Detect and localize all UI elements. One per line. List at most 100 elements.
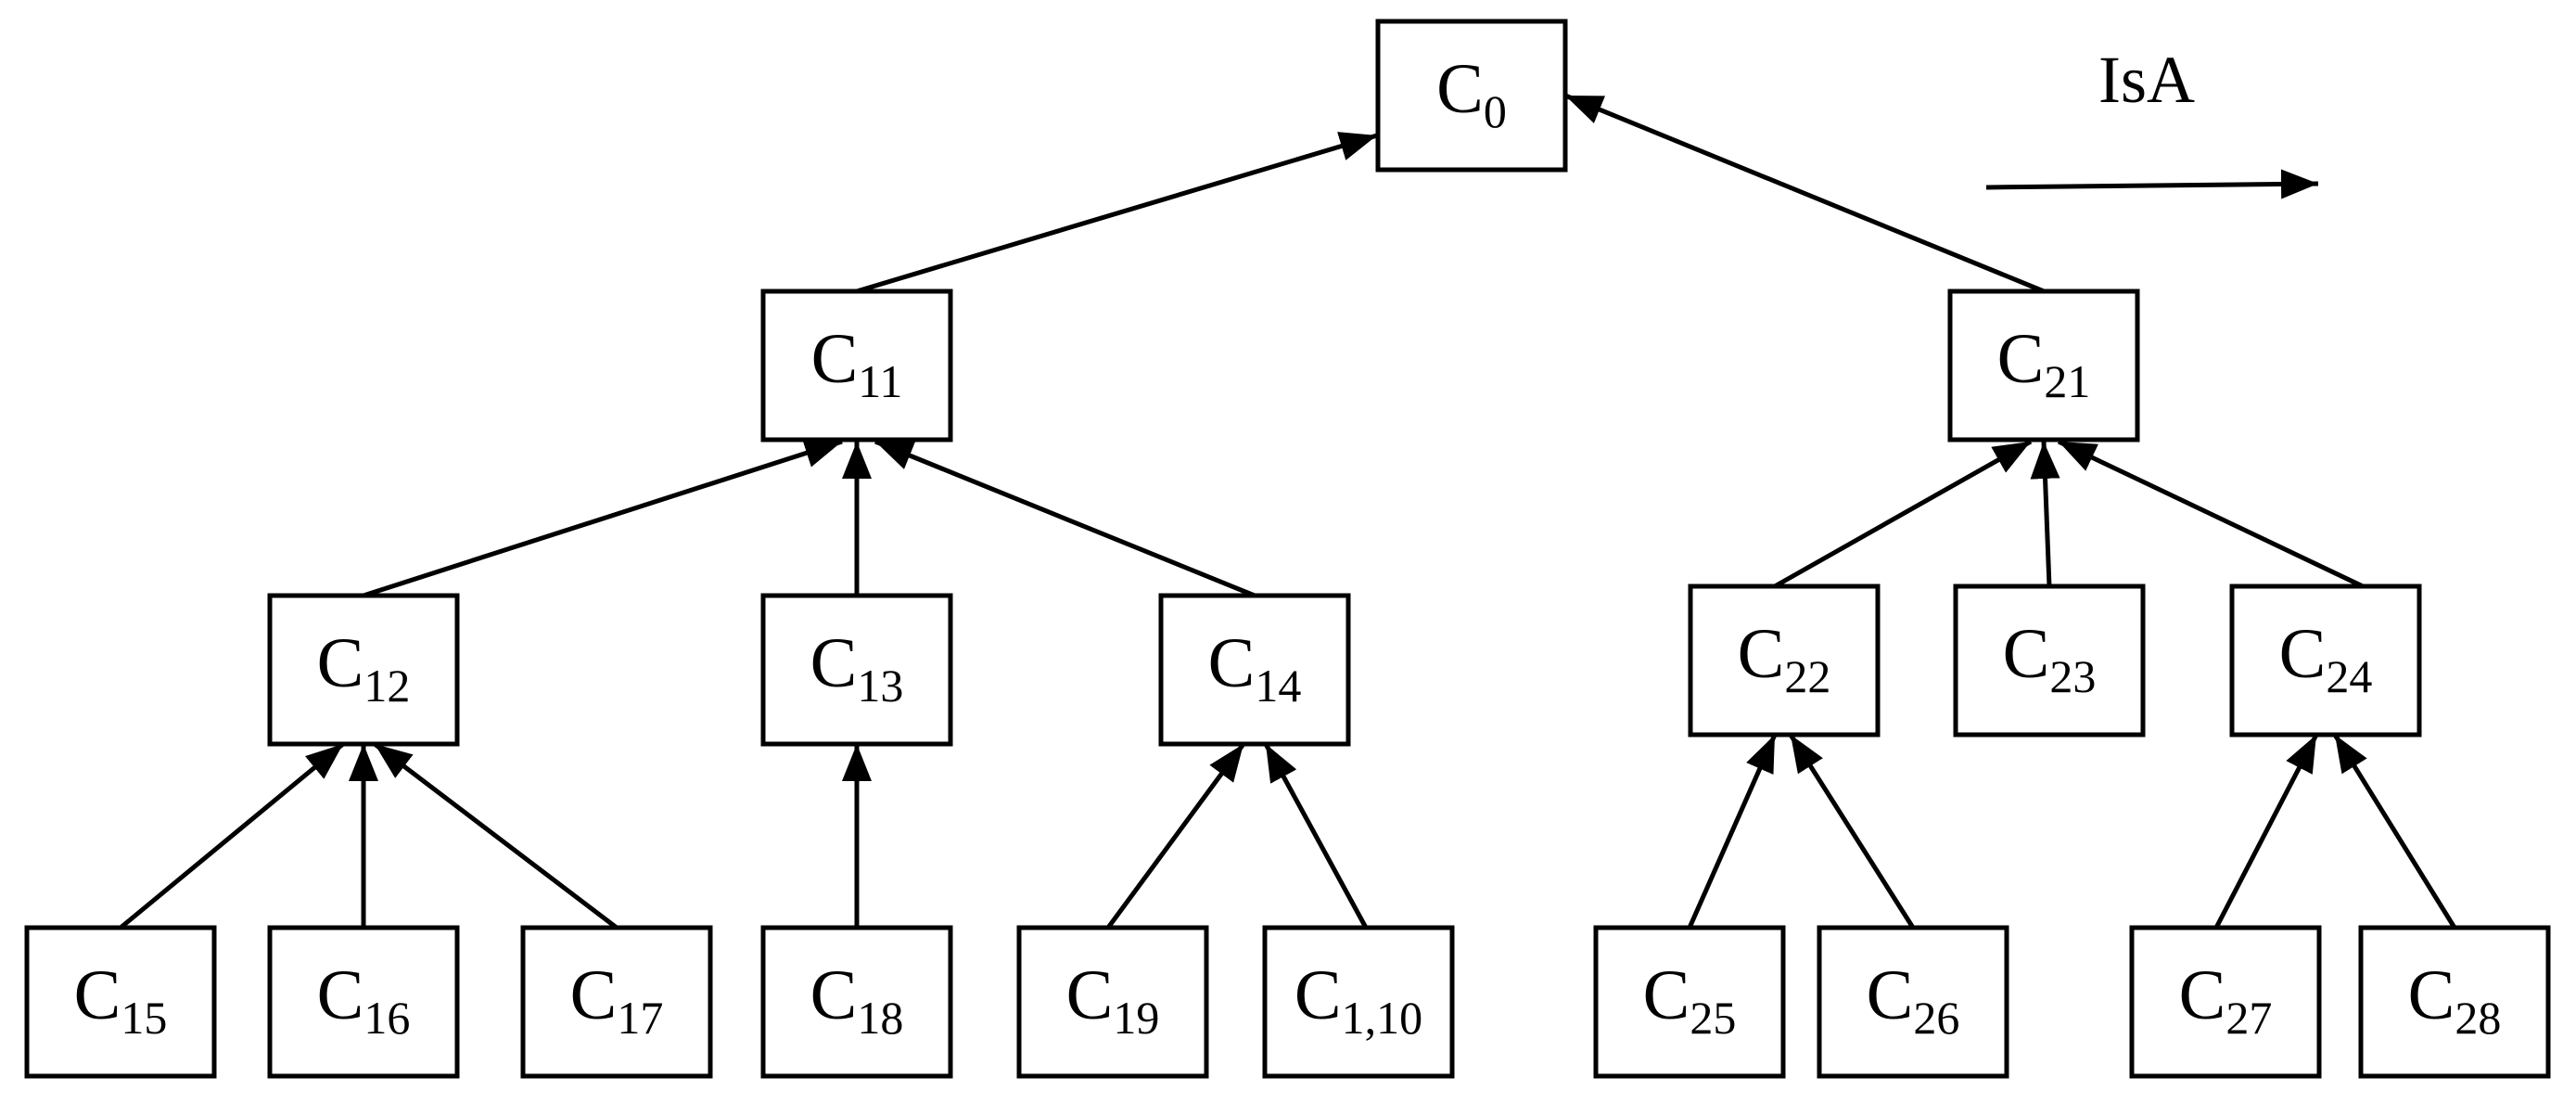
node-label-c17: C17 — [570, 956, 664, 1044]
node-letter: C — [570, 956, 618, 1034]
node-c110: C1,10 — [1262, 925, 1455, 1079]
node-letter: C — [2003, 615, 2050, 693]
node-letter: C — [1867, 956, 1914, 1034]
isa-edge-c17-to-c12 — [373, 742, 618, 930]
node-letter: C — [317, 624, 364, 702]
node-box-c25 — [1593, 925, 1786, 1079]
node-label-c24: C24 — [2279, 615, 2373, 702]
node-box-c0 — [1375, 19, 1568, 173]
node-box-c23 — [1953, 584, 2146, 737]
node-letter: C — [1436, 50, 1484, 128]
node-c13: C13 — [760, 593, 953, 747]
isa-edge-c28-to-c24 — [2332, 733, 2457, 930]
node-label-c11: C11 — [811, 320, 903, 407]
node-c26: C26 — [1817, 925, 2009, 1079]
node-letter: C — [1643, 956, 1690, 1034]
node-c22: C22 — [1688, 584, 1881, 737]
node-subscript: 15 — [121, 992, 167, 1044]
isa-edge-c23-to-c21 — [2030, 441, 2060, 587]
node-c23: C23 — [1953, 584, 2146, 737]
legend-arrow — [1985, 169, 2319, 199]
node-box-c22 — [1688, 584, 1881, 737]
node-c24: C24 — [2229, 584, 2422, 737]
node-box-c11 — [760, 289, 953, 442]
node-box-c27 — [2129, 925, 2322, 1079]
isa-edge-c27-to-c24 — [2213, 733, 2319, 930]
node-c21: C21 — [1947, 289, 2140, 442]
node-c25: C25 — [1593, 925, 1786, 1079]
node-letter: C — [74, 956, 121, 1034]
isa-edge-c19-to-c14 — [1105, 742, 1246, 930]
node-c15: C15 — [24, 925, 217, 1079]
node-letter: C — [810, 956, 858, 1034]
node-subscript: 17 — [617, 992, 663, 1044]
node-label-c14: C14 — [1208, 624, 1302, 712]
node-c18: C18 — [760, 925, 953, 1079]
isa-edge-c26-to-c22 — [1788, 733, 1916, 930]
node-letter: C — [1997, 320, 2045, 398]
node-label-c27: C27 — [2179, 956, 2273, 1044]
node-label-c110: C1,10 — [1294, 956, 1422, 1044]
node-box-c12 — [267, 593, 460, 747]
node-label-c12: C12 — [317, 624, 411, 712]
node-c11: C11 — [760, 289, 953, 442]
legend: IsA — [1985, 43, 2319, 199]
node-subscript: 0 — [1484, 85, 1507, 137]
node-c14: C14 — [1158, 593, 1351, 747]
node-c0: C0 — [1375, 19, 1568, 173]
node-c12: C12 — [267, 593, 460, 747]
node-label-c19: C19 — [1066, 956, 1160, 1044]
isa-edge-c110-to-c14 — [1263, 742, 1369, 930]
node-subscript: 25 — [1690, 992, 1736, 1044]
isa-edge-c11-to-c0 — [856, 132, 1378, 294]
node-box-c26 — [1817, 925, 2009, 1079]
isa-edge-c12-to-c11 — [363, 439, 843, 598]
node-subscript: 26 — [1913, 992, 1959, 1044]
node-label-c28: C28 — [2408, 956, 2502, 1044]
node-box-c110 — [1262, 925, 1455, 1079]
node-subscript: 21 — [2044, 355, 2090, 407]
node-subscript: 24 — [2326, 650, 2372, 702]
node-subscript: 27 — [2225, 992, 2272, 1044]
node-label-c23: C23 — [2003, 615, 2097, 702]
node-box-c19 — [1016, 925, 1209, 1079]
node-letter: C — [1294, 956, 1342, 1034]
isa-edge-c15-to-c12 — [119, 742, 345, 930]
node-box-c18 — [760, 925, 953, 1079]
node-box-c15 — [24, 925, 217, 1079]
node-label-c0: C0 — [1436, 50, 1507, 137]
node-label-c25: C25 — [1643, 956, 1737, 1044]
node-box-c24 — [2229, 584, 2422, 737]
isa-edge-c22-to-c21 — [1773, 439, 2033, 589]
isa-edge-c21-to-c0 — [1564, 93, 2045, 294]
node-box-c16 — [267, 925, 460, 1079]
node-label-c16: C16 — [317, 956, 411, 1044]
node-letter: C — [2179, 956, 2226, 1034]
node-letter: C — [2279, 615, 2327, 693]
node-letter: C — [1066, 956, 1114, 1034]
node-box-c14 — [1158, 593, 1351, 747]
node-c28: C28 — [2358, 925, 2551, 1079]
node-c17: C17 — [520, 925, 713, 1079]
node-letter: C — [1208, 624, 1256, 702]
node-letter: C — [317, 956, 364, 1034]
node-subscript: 28 — [2455, 992, 2501, 1044]
isa-edge-c14-to-c11 — [874, 439, 1256, 598]
node-c27: C27 — [2129, 925, 2322, 1079]
node-letter: C — [1738, 615, 1785, 693]
node-label-c13: C13 — [810, 624, 904, 712]
node-subscript: 13 — [857, 660, 903, 712]
node-label-c15: C15 — [74, 956, 168, 1044]
edges-layer — [119, 93, 2457, 930]
node-subscript: 14 — [1255, 660, 1301, 712]
node-box-c13 — [760, 593, 953, 747]
node-letter: C — [811, 320, 859, 398]
node-subscript: 16 — [363, 992, 410, 1044]
node-label-c21: C21 — [1997, 320, 2091, 407]
node-label-c26: C26 — [1867, 956, 1960, 1044]
node-subscript: 1,10 — [1342, 992, 1423, 1044]
node-subscript: 12 — [363, 660, 410, 712]
node-c19: C19 — [1016, 925, 1209, 1079]
